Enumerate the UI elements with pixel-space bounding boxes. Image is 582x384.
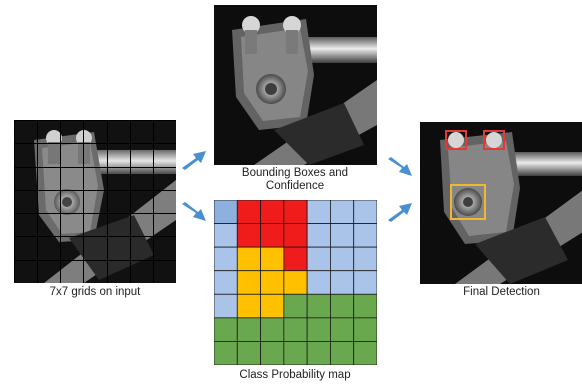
class-cell-green xyxy=(260,317,285,342)
class-cell-blue xyxy=(213,293,238,319)
bounding-boxes-caption-line1: Bounding Boxes and xyxy=(241,167,349,179)
grid-input-image xyxy=(14,120,176,283)
class-cell-orange xyxy=(236,270,261,295)
class-cell-orange xyxy=(260,293,285,319)
class-cell-red xyxy=(283,246,308,272)
detection-box-bolt-right xyxy=(483,130,505,150)
class-cell-green xyxy=(283,317,308,342)
class-cell-orange xyxy=(236,293,261,319)
class-probability-caption: Class Probability map xyxy=(239,369,351,381)
class-cell-green xyxy=(260,341,285,366)
class-cell-orange xyxy=(283,270,308,295)
class-cell-green xyxy=(283,293,308,319)
class-cell-blue xyxy=(330,199,355,224)
class-cell-blue xyxy=(353,199,378,224)
class-cell-blue xyxy=(213,223,238,248)
class-cell-blue xyxy=(330,223,355,248)
class-cell-green xyxy=(330,317,355,342)
class-cell-orange xyxy=(260,270,285,295)
class-cell-blue xyxy=(306,223,331,248)
class-cell-green xyxy=(213,317,238,342)
arrow-class-map-to-final xyxy=(388,203,412,222)
class-probability-map xyxy=(213,199,378,366)
class-cell-blue xyxy=(330,246,355,272)
class-cell-green xyxy=(213,341,238,366)
class-cell-green xyxy=(306,293,331,319)
class-cell-blue xyxy=(306,246,331,272)
class-cell-blue xyxy=(213,246,238,272)
arrow-bbox-to-final xyxy=(388,157,412,176)
bounding-boxes-image xyxy=(214,5,377,165)
class-cell-green xyxy=(353,317,378,342)
class-cell-red xyxy=(283,223,308,248)
class-cell-blue xyxy=(330,270,355,295)
class-cell-red xyxy=(260,199,285,224)
bounding-boxes-caption-line2: Confidence xyxy=(265,180,325,192)
class-cell-green xyxy=(353,341,378,366)
class-cell-green xyxy=(236,317,261,342)
arrow-grid-to-class-map xyxy=(182,202,206,221)
class-cell-green xyxy=(306,341,331,366)
detection-box-bolt-left xyxy=(445,130,467,150)
class-cell-green xyxy=(236,341,261,366)
class-cell-blue xyxy=(353,223,378,248)
arrow-grid-to-bbox xyxy=(182,151,206,170)
final-detection-image xyxy=(420,122,582,284)
class-cell-blue xyxy=(213,270,238,295)
class-cell-blue xyxy=(306,199,331,224)
final-detection-caption: Final Detection xyxy=(463,286,540,298)
class-cell-green xyxy=(330,341,355,366)
class-cell-red xyxy=(260,223,285,248)
grid-input-caption: 7x7 grids on input xyxy=(49,286,141,298)
class-cell-blue xyxy=(353,246,378,272)
class-cell-red xyxy=(236,199,261,224)
class-cell-green xyxy=(306,317,331,342)
class-cell-orange xyxy=(260,246,285,272)
detection-box-nut xyxy=(450,184,486,220)
class-cell-green xyxy=(283,341,308,366)
class-cell-red xyxy=(283,199,308,224)
class-cell-green xyxy=(330,293,355,319)
class-cell-blue xyxy=(353,270,378,295)
class-cell-orange xyxy=(236,246,261,272)
class-cell-blue xyxy=(213,199,238,224)
class-cell-blue xyxy=(306,270,331,295)
class-cell-red xyxy=(236,223,261,248)
class-cell-green xyxy=(353,293,378,319)
